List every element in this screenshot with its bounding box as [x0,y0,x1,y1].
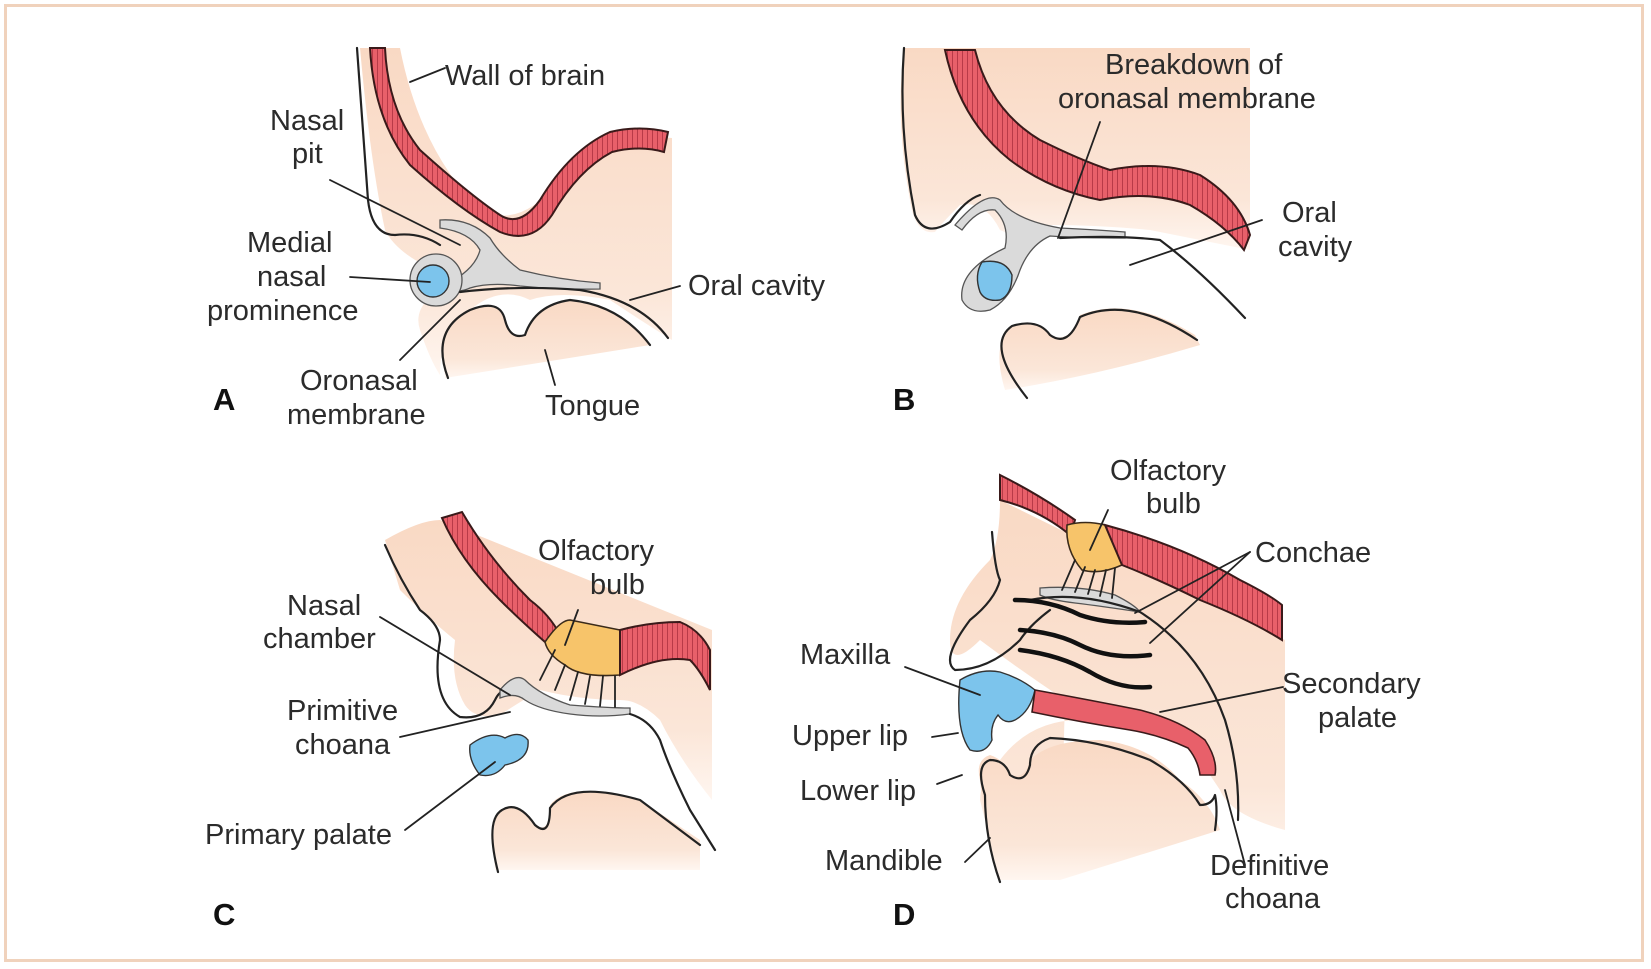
label-medial-3: prominence [207,295,359,327]
label-primary-palate: Primary palate [205,819,392,851]
label-nasal-pit-2: pit [292,138,323,170]
leader-nasal-pit [329,179,461,246]
label-nasal-chamber-1: Nasal [287,590,361,622]
oral-cavity-roof-b [1058,235,1247,320]
maxilla-upper-lip-d [958,670,1036,752]
leader-secondary-palate [1159,686,1284,713]
label-medial-2: nasal [257,261,326,293]
label-conchae: Conchae [1255,537,1371,569]
label-olfactory-d-1: Olfactory [1110,455,1227,487]
label-olfactory-d-2: bulb [1146,488,1201,520]
mouth-outline-d [979,736,1218,884]
face-outline-b [901,46,982,230]
panel-a: Wall of brain Nasal pit Medial nasal pro… [207,46,825,431]
label-breakdown-1: Breakdown of [1105,49,1283,81]
leader-medial-nasal [349,276,431,283]
figure-frame [4,4,1644,962]
panel-c: Olfactory bulb Nasal chamber Primitive c… [205,510,717,932]
nasal-pit-epithelium-a [439,219,601,292]
panel-letter-d: D [893,897,915,932]
label-oronasal-1: Oronasal [300,365,418,397]
tongue-outline-a [441,298,652,380]
leader-tongue [544,349,556,386]
label-oral-cavity-a: Oral cavity [688,270,825,302]
nose-outline-d [948,530,1052,672]
label-lower-lip: Lower lip [800,775,916,807]
panel-letter-c: C [213,897,235,932]
label-olfactory-c-2: bulb [590,569,645,601]
mandible-c [493,791,700,870]
label-secondary-2: palate [1318,702,1397,734]
leader-oronasal-membrane [399,299,461,361]
nasal-cavity-outline-d [1028,595,1240,822]
label-mandible: Mandible [825,845,943,877]
label-definitive-2: choana [1225,883,1321,915]
olfactory-nerves-c [539,649,616,708]
label-nasal-chamber-2: chamber [263,623,376,655]
face-outline-a [355,46,442,247]
label-olfactory-c-1: Olfactory [538,535,655,567]
olfactory-nerves-d [1061,559,1116,599]
leader-primary-palate [404,761,496,831]
leader-nasal-chamber [379,616,511,696]
mesenchyme-c [385,520,712,800]
label-medial-1: Medial [247,227,332,259]
label-tongue: Tongue [545,390,640,422]
leader-mandible [964,837,991,863]
label-upper-lip: Upper lip [792,720,908,752]
leader-wall-of-brain [409,67,446,83]
panel-b: Breakdown of oronasal membrane Oral cavi… [893,46,1353,417]
oral-cavity-roof-a [458,286,670,340]
concha-1 [1012,597,1148,625]
label-oral-b-1: Oral [1282,197,1337,229]
brain-wall-c-right [619,620,711,691]
leader-maxilla [904,666,981,696]
label-primitive-2: choana [295,729,391,761]
tongue-a [442,300,650,378]
leader-lower-lip [936,774,963,785]
leader-upper-lip [931,732,959,738]
label-maxilla: Maxilla [800,639,891,671]
medial-nasal-prominence-b [976,260,1013,302]
tongue-outline-b [1000,308,1199,400]
label-oral-b-2: cavity [1278,231,1353,263]
brain-wall-a [368,47,670,237]
concha-3 [1017,647,1153,690]
leader-conchae-1 [1134,551,1251,614]
leader-definitive-choana [1224,789,1246,866]
label-oronasal-2: membrane [287,399,426,431]
tongue-mandible-d [978,740,1220,880]
leader-olfactory-d [1089,509,1109,551]
secondary-palate-d [1031,689,1217,776]
mandible-outline-c [491,790,702,874]
panel-letter-a: A [213,382,235,417]
brain-wall-b [943,49,1252,253]
panel-d: Olfactory bulb Conchae Maxilla Secondary… [792,455,1421,932]
leader-oral-cavity-a [629,285,681,301]
label-definitive-1: Definitive [1210,850,1329,882]
primary-palate-c [469,733,529,777]
label-secondary-1: Secondary [1282,668,1421,700]
tongue-b [999,308,1200,390]
panel-letter-b: B [893,382,915,417]
label-breakdown-2: oronasal membrane [1058,83,1316,115]
leader-olfactory-c [564,609,579,646]
label-wall-of-brain: Wall of brain [445,60,605,92]
leader-breakdown [1057,121,1101,239]
label-nasal-pit-1: Nasal [270,105,344,137]
leader-primitive-choana [399,711,511,738]
concha-2 [1017,627,1153,659]
leader-conchae-2 [1149,551,1251,644]
face-outline-c [383,543,507,719]
pharynx-outline-c [628,712,717,852]
label-primitive-1: Primitive [287,695,398,727]
leader-oral-cavity-b [1129,219,1263,266]
